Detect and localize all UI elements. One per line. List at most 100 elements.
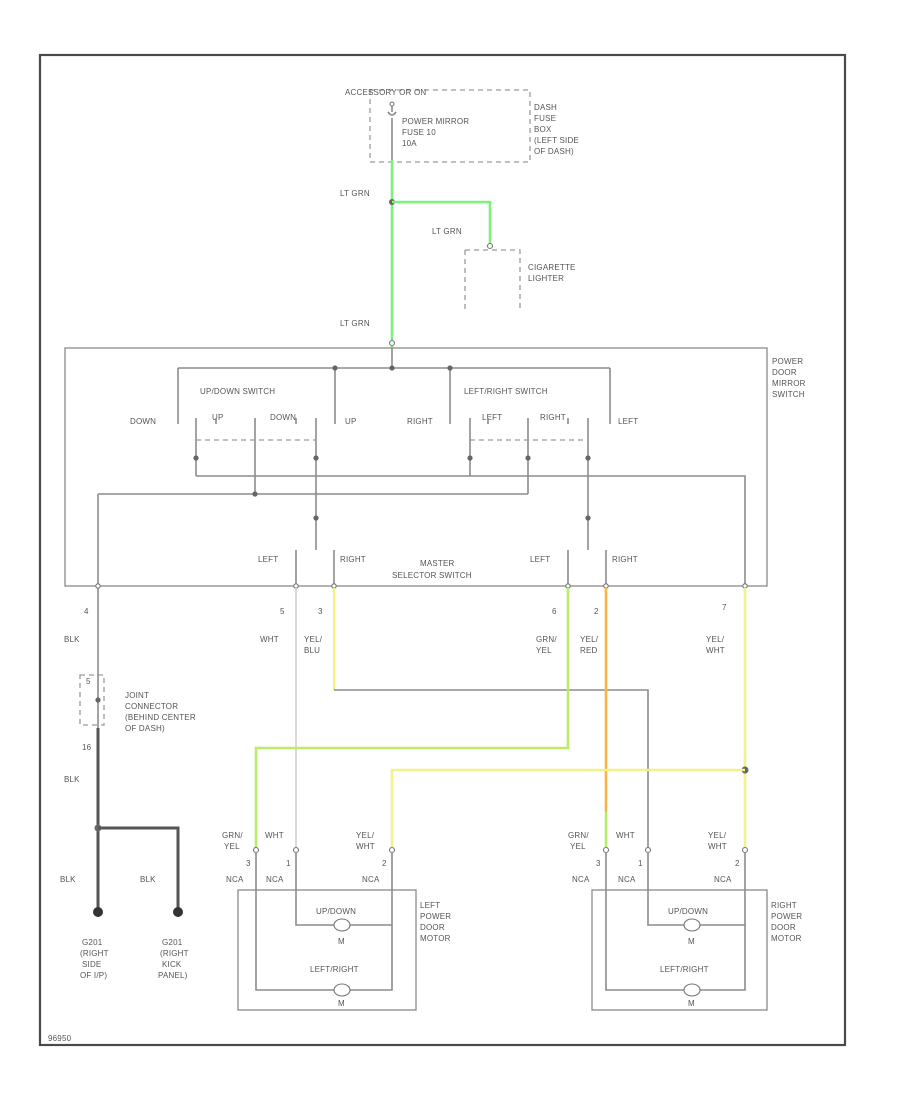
right-motor-pin-b: 1 [638, 859, 643, 868]
ground-1-label-1: G201 [82, 938, 103, 947]
fuse-label-1: POWER MIRROR [402, 117, 469, 126]
right-motor-leftright: LEFT/RIGHT [660, 965, 709, 974]
wire-label-yelblu-2: BLU [304, 646, 320, 655]
cigarette-lighter-label-2: LIGHTER [528, 274, 564, 283]
master-selector-left-a: LEFT [258, 555, 278, 564]
fuse-box: ACCESSORY OR ON POWER MIRROR FUSE 10 10A… [345, 88, 579, 163]
right-motor-pin-a: 3 [596, 859, 601, 868]
left-motor-m1: M [338, 937, 345, 946]
master-selector-title-1: MASTER [420, 559, 455, 568]
joint-connector-label-4: OF DASH) [125, 724, 165, 733]
fuse-box-location-1: DASH [534, 103, 557, 112]
left-motor-title-2: POWER [420, 912, 451, 921]
master-selector-left-b: LEFT [530, 555, 550, 564]
left-motor-leftright: LEFT/RIGHT [310, 965, 359, 974]
up-label: UP [345, 417, 357, 426]
left-motor-wire-b: WHT [265, 831, 284, 840]
wire-label-wht-pin5: WHT [260, 635, 279, 644]
left-motor-title-3: DOOR [420, 923, 445, 932]
right-motor-wire-a-2: YEL [570, 842, 586, 851]
right-label: RIGHT [407, 417, 433, 426]
blk-wire-ground-right [98, 826, 180, 910]
left-label: LEFT [618, 417, 638, 426]
left-motor-wire-c-2: WHT [356, 842, 375, 851]
joint-connector-pin-bottom: 16 [82, 743, 92, 752]
left-small-label: LEFT [482, 413, 502, 422]
right-motor-wire-b: WHT [616, 831, 635, 840]
ground-1-label-4: OF I/P) [80, 971, 107, 980]
wire-label-lt-grn-switch: LT GRN [340, 319, 370, 328]
wire-label-grnyel-1: GRN/ [536, 635, 557, 644]
right-motor-nca-c: NCA [714, 875, 732, 884]
ground-point-2 [173, 907, 183, 917]
right-small-label: RIGHT [540, 413, 566, 422]
switch-title-4: SWITCH [772, 390, 805, 399]
fuse-label-3: 10A [402, 139, 417, 148]
right-motor-updown: UP/DOWN [668, 907, 708, 916]
up-small-label: UP [212, 413, 224, 422]
right-motor-pin-c: 2 [735, 859, 740, 868]
left-motor-wire-a-2: YEL [224, 842, 240, 851]
pin-7: 7 [722, 603, 727, 612]
left-power-door-motor: GRN/ YEL WHT YEL/ WHT 3 1 2 NCA NCA NCA … [222, 831, 451, 1011]
left-motor-title-1: LEFT [420, 901, 440, 910]
left-motor-pin-c: 2 [382, 859, 387, 868]
joint-connector: 5 16 JOINT CONNECTOR (BEHIND CENTER OF D… [79, 672, 196, 752]
wire-label-yelwht-1: YEL/ [706, 635, 725, 644]
wire-label-yelwht-2: WHT [706, 646, 725, 655]
yelwht-wire-left [390, 768, 745, 848]
lt-grn-wire-lighter [392, 200, 492, 244]
joint-connector-pin-top: 5 [86, 677, 91, 686]
left-motor-pin-b: 1 [286, 859, 291, 868]
wire-label-blk-left: BLK [60, 875, 76, 884]
right-motor-nca-b: NCA [618, 875, 636, 884]
right-motor-m2: M [688, 999, 695, 1008]
yelblu-wire-run [334, 689, 649, 848]
fuse-label-2: FUSE 10 [402, 128, 436, 137]
right-motor-wire-c-2: WHT [708, 842, 727, 851]
fuse-box-location-3: BOX [534, 125, 552, 134]
switch-title-1: POWER [772, 357, 803, 366]
left-motor-nca-a: NCA [226, 875, 244, 884]
figure-id: 96950 [48, 1034, 72, 1043]
left-motor-m2: M [338, 999, 345, 1008]
master-selector-title-2: SELECTOR SWITCH [392, 571, 472, 580]
down-small-label: DOWN [270, 413, 296, 422]
cigarette-lighter: CIGARETTE LIGHTER [464, 242, 576, 312]
ground-2-label-3: KICK [162, 960, 182, 969]
wire-label-blk-pin4: BLK [64, 635, 80, 644]
wire-label-lt-grn-top: LT GRN [340, 189, 370, 198]
fuse-box-location-4: (LEFT SIDE [534, 136, 579, 145]
ground-2-label-1: G201 [162, 938, 183, 947]
cigarette-lighter-label-1: CIGARETTE [528, 263, 576, 272]
right-motor-wire-c-1: YEL/ [708, 831, 727, 840]
pin-6: 6 [552, 607, 557, 616]
ground-1-label-3: SIDE [82, 960, 101, 969]
wire-label-blk-right: BLK [140, 875, 156, 884]
left-motor-wire-a-1: GRN/ [222, 831, 243, 840]
wire-label-yelred-1: YEL/ [580, 635, 599, 644]
fuse-symbol [387, 102, 397, 160]
power-mirror-switch: POWER DOOR MIRROR SWITCH UP/DOWN SWITCH … [64, 347, 805, 587]
ground-point-1 [93, 907, 103, 917]
right-motor-wire-a-1: GRN/ [568, 831, 589, 840]
joint-connector-label-2: CONNECTOR [125, 702, 178, 711]
right-motor-title-4: MOTOR [771, 934, 802, 943]
switch-title-2: DOOR [772, 368, 797, 377]
joint-connector-label-3: (BEHIND CENTER [125, 713, 196, 722]
diagram-frame [38, 53, 847, 1047]
wire-label-yelblu-1: YEL/ [304, 635, 323, 644]
pin-4: 4 [84, 607, 89, 616]
pin-2: 2 [594, 607, 599, 616]
master-selector-right-a: RIGHT [340, 555, 366, 564]
ground-2-label-4: PANEL) [158, 971, 188, 980]
right-motor-nca-a: NCA [572, 875, 590, 884]
left-motor-pin-a: 3 [246, 859, 251, 868]
right-power-door-motor: GRN/ YEL WHT YEL/ WHT 3 1 2 NCA NCA NCA … [568, 831, 802, 1011]
pin-3: 3 [318, 607, 323, 616]
right-motor-title-2: POWER [771, 912, 802, 921]
fuse-box-location-5: OF DASH) [534, 147, 574, 156]
leftright-switch-label: LEFT/RIGHT SWITCH [464, 387, 548, 396]
down-label: DOWN [130, 417, 156, 426]
